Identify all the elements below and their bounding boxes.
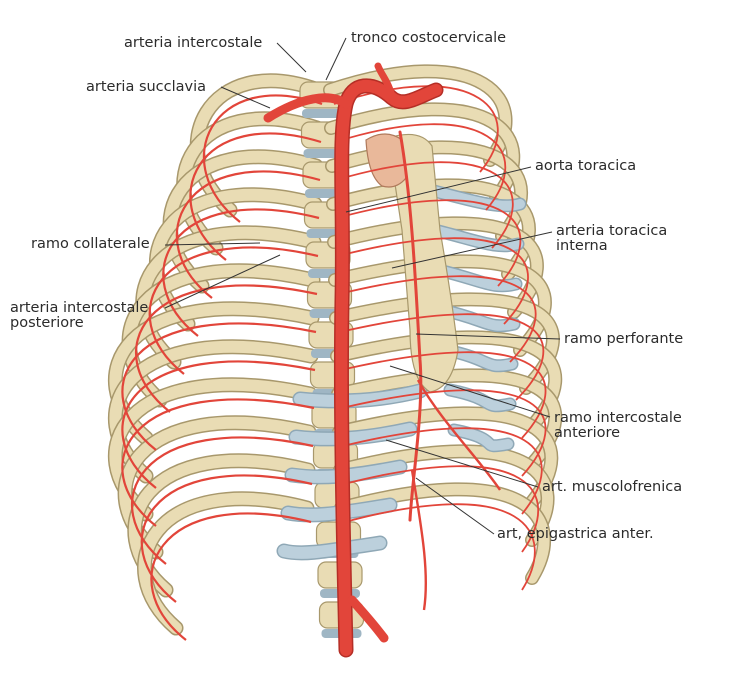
epigastric-artery xyxy=(410,469,427,611)
arteries xyxy=(121,62,547,658)
costal-cartilage-fill xyxy=(433,265,521,291)
intercostal-artery xyxy=(162,208,320,337)
intercostal-artery xyxy=(140,474,313,603)
costal-cartilage-fill xyxy=(449,425,513,451)
rib-left-fill xyxy=(150,188,321,330)
costal-cartilage-lower-fill xyxy=(278,537,386,559)
intercostal-artery xyxy=(121,360,316,489)
costal-cartilage-lower-fill xyxy=(294,385,426,407)
intercostal-artery xyxy=(148,246,319,375)
leader-line xyxy=(385,439,539,488)
intercostal-artery-right xyxy=(338,275,537,363)
leader-line xyxy=(164,242,261,246)
label-ramo-intercostale-anteriore: ramo intercostale anteriore xyxy=(554,410,682,441)
musculophrenic-artery xyxy=(416,379,501,491)
sternum xyxy=(365,133,459,393)
costal-cartilage-fill xyxy=(437,305,519,331)
rib-left-fill xyxy=(164,150,322,292)
label-ramo-collaterale: ramo collaterale xyxy=(31,236,150,252)
leader-line xyxy=(389,365,551,418)
label-aorta-toracica: aorta toracica xyxy=(535,158,637,174)
leader-line xyxy=(220,86,271,109)
intercostal-artery xyxy=(121,322,317,451)
subclavian-artery xyxy=(263,93,351,123)
common-carotid xyxy=(374,62,396,102)
intercostal-artery-right xyxy=(343,465,540,553)
rib-left-fill xyxy=(138,492,313,634)
label-art-epigastrica-anter: art, epigastrica anter. xyxy=(497,526,654,542)
label-ramo-perforante: ramo perforante xyxy=(564,331,684,347)
intercostal-artery-right xyxy=(335,161,514,249)
intervertebral-disc xyxy=(302,109,342,118)
intercostal-artery xyxy=(175,170,321,299)
label-art-muscolofrenica: art. muscolofrenica xyxy=(542,479,683,495)
rib-left-fill xyxy=(136,226,320,368)
intercostal-artery xyxy=(150,512,312,641)
leader-lines xyxy=(164,37,561,535)
label-arteria-intercostale-posteriore: arteria intercostale posteriore xyxy=(10,300,149,331)
leader-line xyxy=(415,477,495,535)
costal-cartilage-fill xyxy=(445,385,515,411)
leader-line xyxy=(391,231,553,269)
leader-line xyxy=(164,254,281,309)
label-arteria-toracica-interna: arteria toracica interna xyxy=(556,223,668,254)
leader-line xyxy=(325,37,347,81)
aorta-branch xyxy=(347,595,389,643)
intercostal-artery-right xyxy=(344,503,536,591)
leader-line xyxy=(345,166,532,213)
intercostal-artery-right xyxy=(342,427,543,515)
manubrium-trachea xyxy=(365,133,407,188)
rib-right-fill xyxy=(335,483,550,584)
intercostal-artery-right xyxy=(337,237,529,325)
intercostal-artery xyxy=(130,436,314,565)
internal-thoracic-artery xyxy=(398,130,423,522)
label-arteria-intercostale: arteria intercostale xyxy=(124,35,263,51)
costal-cartilage-fill xyxy=(429,225,523,251)
intercostal-artery xyxy=(134,284,318,413)
intercostal-artery-right xyxy=(339,313,545,401)
label-tronco-costocervicale: tronco costocervicale xyxy=(351,30,507,46)
intercostal-artery-right xyxy=(340,351,547,439)
intervertebral-disc xyxy=(303,149,344,158)
intercostal-artery-right xyxy=(336,199,522,287)
leader-line xyxy=(276,42,307,73)
costal-cartilage-lower-fill xyxy=(282,499,396,521)
intercostal-artery xyxy=(202,94,323,223)
intercostal-artery xyxy=(189,132,322,261)
intercostal-artery-right xyxy=(334,123,507,211)
leader-line xyxy=(415,333,561,340)
label-arteria-succlavia: arteria succlavia xyxy=(86,79,207,95)
